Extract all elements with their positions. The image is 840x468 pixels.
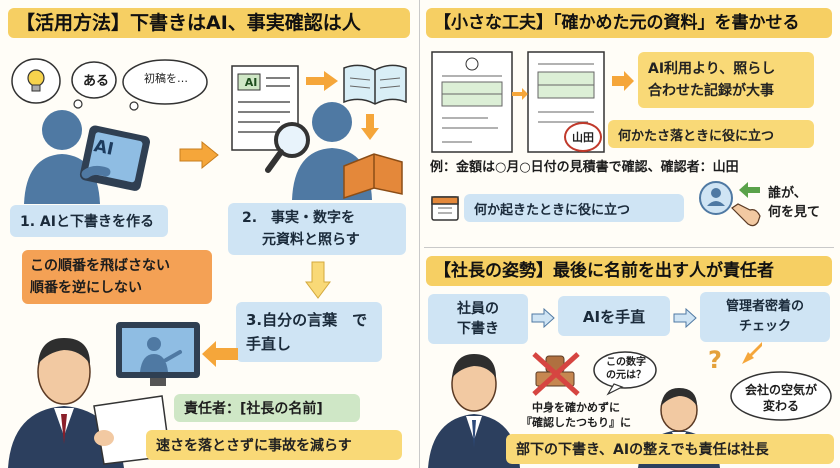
monitor-icon <box>116 322 200 386</box>
flow-step-draft: 社員の 下書き <box>428 294 528 344</box>
step2-line2: 元資料と照らす <box>262 232 360 248</box>
arrow-right-icon <box>612 71 634 91</box>
flow1-line2: 下書き <box>457 321 499 337</box>
caption-box: 中身を確かめずに 『確認したつもり』に <box>514 400 638 430</box>
ceo-illustration <box>428 354 520 468</box>
rejected-stamp-icon <box>532 352 580 396</box>
top-right-title: 【小さな工夫】「確かめた元の資料」を書かせる <box>426 8 832 38</box>
arrow-right-icon <box>179 140 219 170</box>
warning-line1: この順番を飛ばさない <box>30 258 170 274</box>
atmosphere-bubble <box>730 371 832 421</box>
left-panel-title: 【活用方法】下書きはAI、事実確認は人 <box>8 8 410 38</box>
calendar-icon <box>431 196 459 221</box>
caption-line1: 中身を確かめずに <box>532 401 620 414</box>
arrow-down-left-icon <box>742 342 762 364</box>
responsible-label: 責任者：[社長の名前] <box>174 394 360 422</box>
who-line2: 何を見て <box>768 205 821 220</box>
bubble-draft-text: 初稿を… <box>144 72 188 85</box>
horizontal-divider <box>424 247 834 248</box>
useful-label-1: 何かたさ落ときに役に立つ <box>608 120 814 148</box>
lightbulb-icon <box>27 69 45 87</box>
flow1-line1: 社員の <box>457 301 499 317</box>
question-bubble <box>593 351 657 396</box>
warning-box: この順番を飛ばさない 順番を逆にしない <box>22 250 212 304</box>
step3-line2: 手直し <box>246 335 292 353</box>
bubble-aru-text: ある <box>82 74 109 89</box>
example-text: 例：金額は○月○日付の見積書で確認、確認者：山田 <box>430 160 739 175</box>
arrow-left-icon <box>739 182 760 198</box>
step3-line1: 3.自分の言葉 で <box>246 311 368 329</box>
arrow-down-icon <box>305 261 331 299</box>
step2-line1: 2. 事実・数字を <box>242 210 356 226</box>
question-mark-icon: ? <box>708 346 722 374</box>
atmosphere-line1: 会社の空気が <box>744 383 817 397</box>
arrow-right-icon <box>306 71 338 91</box>
tablet-ai-label: AI <box>92 136 116 160</box>
atmosphere-line2: 変わる <box>762 399 799 413</box>
bottom-right-title: 【社長の姿勢】最後に名前を出す人が責任者 <box>426 256 832 286</box>
flow3-line2: チェック <box>738 319 791 334</box>
question-line1: この数字 <box>606 357 646 368</box>
person-with-tablet <box>24 110 151 204</box>
arrow-left-icon <box>202 341 238 367</box>
flow-step-ai-edit: AIを手直 <box>558 296 670 336</box>
person-with-magnifier <box>265 102 403 200</box>
useful-label-2: 何か起きたときに役に立つ <box>464 194 684 222</box>
step2-box: 2. 事実・数字を 元資料と照らす <box>228 203 406 255</box>
record-importance-box: AI利用より、照らし 合わせた記録が大事 <box>638 52 814 108</box>
thought-bubbles <box>11 58 117 109</box>
bottom-right-footer: 部下の下書き、AIの整えでも責任は社長 <box>506 434 834 464</box>
ai-document-icon <box>231 65 299 151</box>
user-pointer-icon <box>699 181 761 227</box>
arrow-down-icon <box>361 114 379 140</box>
draft-bubble <box>122 59 208 111</box>
magnifier-icon <box>274 122 310 158</box>
seal-icon <box>465 57 479 71</box>
yamada-stamp: 山田 <box>564 122 602 152</box>
doc-ai-badge: AI <box>244 76 258 89</box>
who-box: 誰が、 何を見て <box>768 184 834 222</box>
arrow-right-icon <box>531 308 555 328</box>
atmosphere-text: 会社の空気が 変わる <box>736 382 826 414</box>
step3-box: 3.自分の言葉 で 手直し <box>236 302 382 362</box>
caption-line2: 『確認したつもり』に <box>521 416 631 429</box>
question-text: この数字 の元は？ <box>598 356 654 382</box>
vertical-divider <box>419 0 420 468</box>
step1-label: 1. AIと下書きを作る <box>10 205 168 237</box>
arrow-right-icon <box>673 308 697 328</box>
flow-step-manager-check: 管理者密着の チェック <box>700 292 830 342</box>
open-book-icon <box>343 64 407 105</box>
warning-line2: 順番を逆にしない <box>30 280 142 296</box>
record-line2: 合わせた記録が大事 <box>648 83 774 99</box>
left-footer: 速さを落とさずに事故を減らす <box>146 430 402 460</box>
flow3-line1: 管理者密着の <box>725 299 804 314</box>
record-line1: AI利用より、照らし <box>648 61 776 77</box>
question-line2: の元は？ <box>606 370 646 381</box>
who-line1: 誰が、 <box>768 186 807 201</box>
